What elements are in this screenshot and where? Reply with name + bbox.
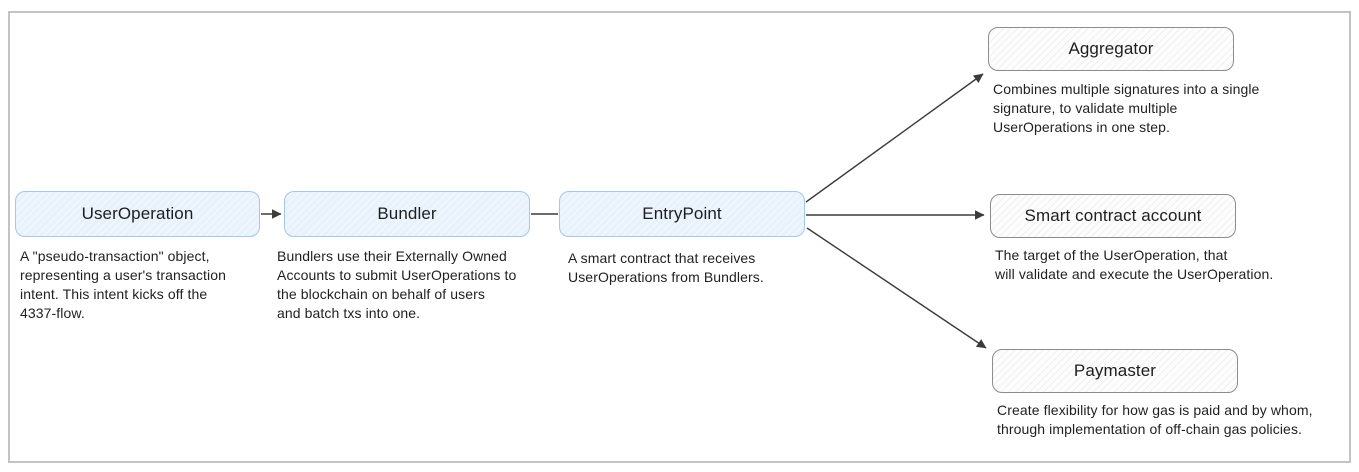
description-entry-point: A smart contract that receives UserOpera… [568, 250, 764, 285]
diagram-frame-border [8, 11, 1351, 463]
description-paymaster: Create flexibility for how gas is paid a… [997, 402, 1313, 437]
node-aggregator: Aggregator [988, 27, 1234, 71]
description-bundler: Bundlers use their Externally Owned Acco… [277, 248, 517, 321]
description-user-operation: A "pseudo-transaction" object, represent… [20, 248, 226, 321]
description-smart-contract-account: The target of the UserOperation, that wi… [995, 247, 1274, 282]
node-aggregator-label: Aggregator [1068, 39, 1154, 58]
node-smart-contract-account-label: Smart contract account [1024, 206, 1202, 225]
node-bundler: Bundler [284, 191, 530, 237]
node-user-operation: UserOperation [15, 191, 260, 237]
node-smart-contract-account: Smart contract account [990, 194, 1236, 238]
node-bundler-label: Bundler [377, 204, 437, 223]
node-entry-point: EntryPoint [559, 191, 805, 237]
node-paymaster: Paymaster [992, 349, 1238, 393]
node-entry-point-label: EntryPoint [642, 204, 722, 223]
node-paymaster-label: Paymaster [1073, 361, 1157, 380]
node-user-operation-label: UserOperation [81, 204, 194, 223]
description-aggregator: Combines multiple signatures into a sing… [993, 81, 1260, 135]
